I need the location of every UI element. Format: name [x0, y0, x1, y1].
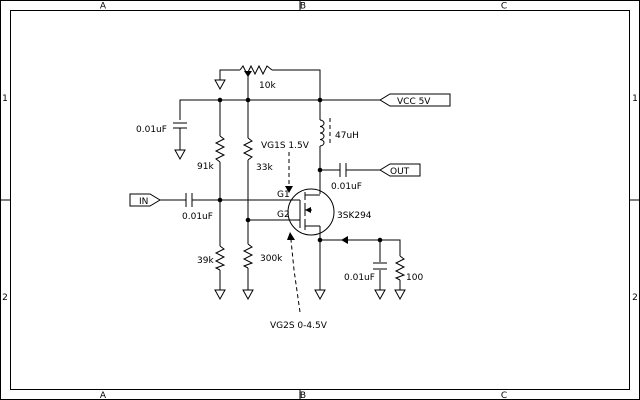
- mosfet-3sk294: G1 G2 3SK294: [277, 188, 372, 236]
- column-label-b-top: B: [300, 2, 306, 12]
- annotation-vg2s: VG2S 0-4.5V: [270, 232, 328, 331]
- capacitor-supply-label: 0.01uF: [136, 125, 167, 135]
- row-label-1-left: 1: [2, 94, 8, 104]
- port-vcc-label: VCC 5V: [397, 97, 431, 107]
- vg2s-label: VG2S 0-4.5V: [270, 321, 328, 331]
- column-label-c-bottom: C: [501, 391, 507, 400]
- row-label-2-right: 2: [632, 293, 638, 303]
- resistor-39k: 39k: [197, 245, 226, 271]
- row-label-1-right: 1: [632, 94, 638, 104]
- ground-icon: [174, 149, 186, 161]
- arrow-icon: [287, 232, 295, 240]
- resistor-icon: [214, 135, 226, 163]
- mosfet-label: 3SK294: [337, 211, 372, 221]
- grounds: [174, 79, 406, 301]
- inductor-label: 47uH: [335, 131, 359, 141]
- capacitor-source: 0.01uF: [344, 262, 387, 283]
- capacitor-input-label: 0.01uF: [182, 212, 213, 222]
- pin-g2-label: G2: [277, 210, 290, 220]
- capacitor-output-label: 0.01uF: [331, 182, 362, 192]
- resistor-icon: [394, 255, 406, 281]
- capacitor-source-label: 0.01uF: [344, 273, 375, 283]
- ground-icon: [374, 289, 386, 301]
- port-in-label: IN: [139, 197, 148, 207]
- column-label-a-bottom: A: [100, 391, 107, 400]
- arrow-icon: [244, 71, 252, 77]
- resistor-icon: [239, 64, 273, 76]
- resistor-100: 100: [394, 255, 423, 283]
- ground-icon: [214, 289, 226, 301]
- arrow-icon: [285, 186, 293, 193]
- capacitor-icon: [339, 163, 347, 177]
- inductor-47uh: 47uH: [319, 118, 359, 147]
- capacitor-icon: [373, 262, 387, 270]
- arrow-icon: [341, 236, 348, 244]
- resistor-300k-label: 300k: [260, 254, 283, 264]
- resistor-33k: 33k: [242, 137, 273, 173]
- ground-icon: [394, 289, 406, 301]
- pin-g1-label: G1: [277, 190, 290, 200]
- resistor-100-label: 100: [406, 273, 423, 283]
- capacitor-icon: [185, 193, 193, 207]
- resistor-91k: 91k: [197, 135, 226, 172]
- resistor-300k: 300k: [242, 243, 283, 269]
- potentiometer-10k: 10k: [239, 64, 276, 91]
- resistor-icon: [214, 245, 226, 271]
- ground-icon: [314, 289, 326, 301]
- ground-icon: [214, 79, 226, 91]
- junction-dots: [217, 97, 383, 243]
- capacitor-icon: [173, 122, 187, 129]
- column-label-a-top: A: [100, 2, 107, 12]
- port-in: IN: [129, 193, 161, 207]
- resistor-91k-label: 91k: [197, 162, 214, 172]
- port-out: OUT: [379, 163, 421, 177]
- resistor-39k-label: 39k: [197, 256, 214, 266]
- pot-label: 10k: [259, 81, 276, 91]
- inductor-icon: [319, 119, 325, 147]
- resistor-icon: [242, 243, 254, 269]
- port-out-label: OUT: [390, 167, 410, 177]
- vg1s-label: VG1S 1.5V: [261, 141, 310, 151]
- resistor-33k-label: 33k: [256, 163, 273, 173]
- resistor-icon: [242, 137, 254, 161]
- mosfet-icon: [287, 188, 335, 236]
- column-label-c-top: C: [501, 2, 507, 12]
- capacitor-output: 0.01uF: [331, 163, 362, 192]
- capacitor-supply: 0.01uF: [136, 122, 187, 150]
- ground-icon: [242, 289, 254, 301]
- capacitor-input: 0.01uF: [182, 193, 213, 222]
- annotation-vg1s: VG1S 1.5V: [261, 141, 310, 193]
- port-vcc: VCC 5V: [379, 93, 451, 107]
- column-label-b-bottom: B: [300, 391, 306, 400]
- row-label-2-left: 2: [2, 293, 8, 303]
- annotation-source-arrow: [341, 236, 376, 244]
